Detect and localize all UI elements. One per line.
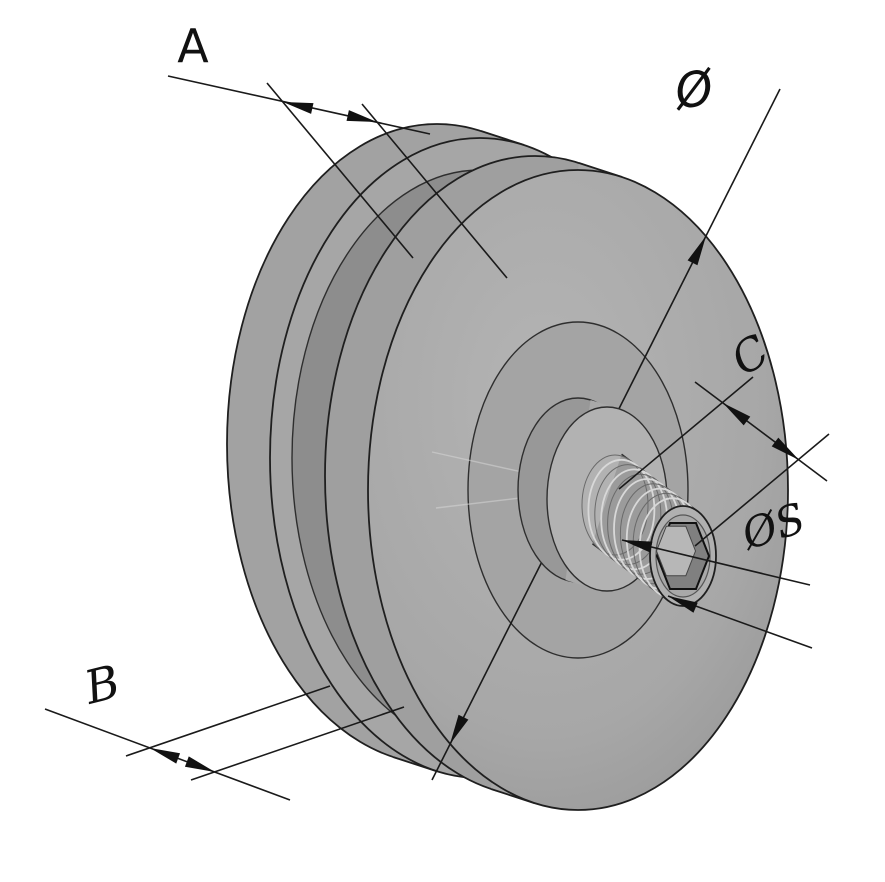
stud-tip-face: [649, 505, 717, 607]
dim-c-arrow-2: [771, 437, 799, 460]
dim-b-arrow-2: [184, 756, 215, 772]
hex-socket: [655, 522, 711, 590]
dim-c-line: [694, 381, 828, 482]
hex-socket-floor: [655, 525, 697, 577]
dim-a: A: [167, 19, 508, 279]
dim-diameter-arrow-top: [687, 236, 706, 266]
dim-s-arrow-2: [668, 596, 698, 613]
dim-a-ext-2: [361, 103, 508, 279]
dim-c-ext-1: [618, 376, 754, 490]
dim-a-arrow-1: [283, 102, 314, 114]
dim-b: B: [44, 654, 405, 801]
dim-s-arrow-1: [622, 540, 653, 553]
threaded-stud: [581, 453, 717, 607]
dim-b-ext-1: [125, 685, 331, 757]
face-highlights: [431, 451, 523, 509]
dim-diameter-label: Ø: [669, 59, 719, 121]
dim-a-arrow-2: [346, 110, 377, 122]
dim-b-label: B: [78, 654, 125, 715]
dim-s-leader-1: [621, 539, 811, 586]
dim-a-ext-1: [266, 82, 414, 259]
dim-b-arrow-1: [150, 748, 181, 764]
dim-diameter-arrow-bottom: [450, 714, 469, 744]
dim-b-ext-2: [190, 706, 405, 781]
dim-c-ext-2: [694, 433, 830, 547]
dim-a-label: A: [177, 19, 209, 73]
dim-c-arrow-1: [723, 403, 751, 426]
